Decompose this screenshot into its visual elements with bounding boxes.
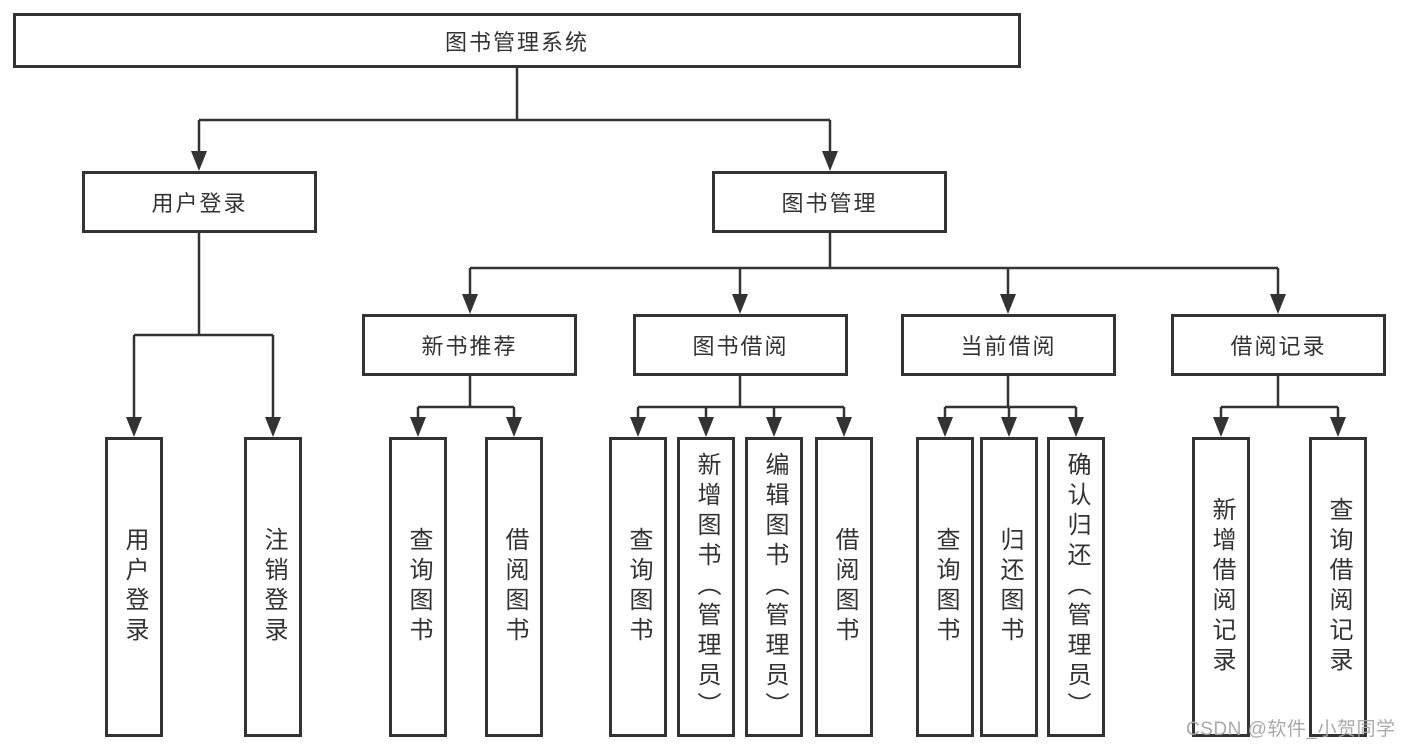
node-rec-query-books: 查询图书 (389, 437, 447, 737)
node-label: 查询借阅记录 (1325, 497, 1352, 677)
node-label: 确认归还（管理员） (1063, 452, 1090, 722)
csdn-watermark: CSDN @软件_小贺同学 (1186, 719, 1396, 740)
node-borrow-records: 借阅记录 (1171, 314, 1386, 376)
node-user-login: 用户登录 (82, 171, 317, 233)
node-borrow-borrow-books: 借阅图书 (815, 437, 873, 737)
arrowheads (126, 151, 1346, 437)
node-logout: 注销登录 (244, 437, 302, 737)
node-label: 新增借阅记录 (1208, 497, 1235, 677)
node-label: 借阅图书 (501, 527, 528, 647)
node-rec-borrow-books: 借阅图书 (485, 437, 543, 737)
node-label: 用户登录 (121, 527, 148, 647)
node-label: 新增图书（管理员） (693, 452, 720, 722)
connector-edges (132, 68, 1340, 419)
node-library-system: 图书管理系统 (13, 13, 1021, 68)
node-user-login-action: 用户登录 (105, 437, 163, 737)
node-label: 查询图书 (625, 527, 652, 647)
node-new-book-recommend: 新书推荐 (362, 314, 577, 376)
node-label: 查询图书 (405, 527, 432, 647)
node-records-query-borrow-record: 查询借阅记录 (1309, 437, 1367, 737)
node-label: 借阅图书 (831, 527, 858, 647)
node-label: 注销登录 (260, 527, 287, 647)
node-borrow-query-books: 查询图书 (609, 437, 667, 737)
node-current-confirm-return-admin: 确认归还（管理员） (1047, 437, 1105, 737)
node-current-borrow: 当前借阅 (901, 314, 1116, 376)
node-borrow-add-books-admin: 新增图书（管理员） (677, 437, 735, 737)
node-label: 查询图书 (932, 527, 959, 647)
node-label: 归还图书 (996, 527, 1023, 647)
node-current-query-books: 查询图书 (916, 437, 974, 737)
node-label: 编辑图书（管理员） (761, 452, 788, 722)
node-book-management: 图书管理 (712, 171, 947, 233)
node-current-return-books: 归还图书 (980, 437, 1038, 737)
node-book-borrow: 图书借阅 (633, 314, 848, 376)
node-records-add-borrow-record: 新增借阅记录 (1192, 437, 1250, 737)
node-borrow-edit-books-admin: 编辑图书（管理员） (745, 437, 803, 737)
